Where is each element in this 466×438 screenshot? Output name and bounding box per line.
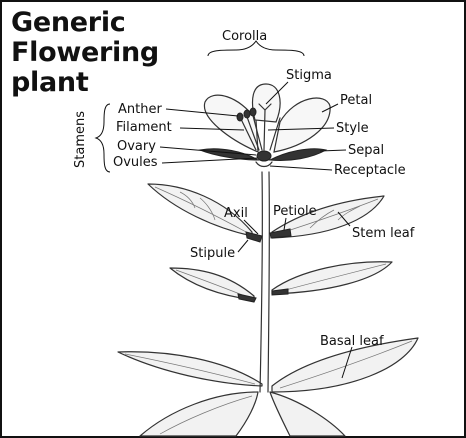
upper-stipule-left [246, 232, 262, 242]
label-ovary: Ovary [117, 139, 156, 154]
anther-1 [237, 113, 243, 121]
label-receptacle: Receptacle [334, 163, 406, 178]
labels: Corolla Stigma Petal Anther Filament Sty… [73, 29, 415, 349]
label-stem-leaf: Stem leaf [352, 226, 415, 241]
basal-leaf-right-lower [270, 392, 345, 436]
anther-3 [250, 108, 256, 116]
label-stamens: Stamens [73, 111, 88, 168]
label-filament: Filament [116, 120, 172, 135]
receptacle [256, 162, 272, 167]
label-petiole: Petiole [273, 204, 317, 219]
stamens-brace [96, 104, 110, 172]
label-corolla: Corolla [222, 29, 267, 44]
label-style: Style [336, 121, 369, 136]
basal-leaf-left-lower [140, 392, 258, 436]
label-stipule: Stipule [190, 246, 235, 261]
label-basal-leaf: Basal leaf [320, 334, 384, 349]
ovary [257, 151, 271, 161]
label-sepal: Sepal [348, 143, 384, 158]
label-axil: Axil [224, 206, 248, 221]
stem-leaves-middle [170, 262, 392, 302]
anther-2 [244, 110, 250, 118]
main-stem [260, 172, 269, 392]
stem-leaves-upper [148, 184, 384, 242]
label-ovules: Ovules [113, 155, 158, 170]
flower [200, 84, 330, 167]
petal-right [274, 98, 330, 152]
label-anther: Anther [118, 102, 162, 117]
label-stigma: Stigma [286, 68, 332, 83]
label-petal: Petal [340, 93, 372, 108]
